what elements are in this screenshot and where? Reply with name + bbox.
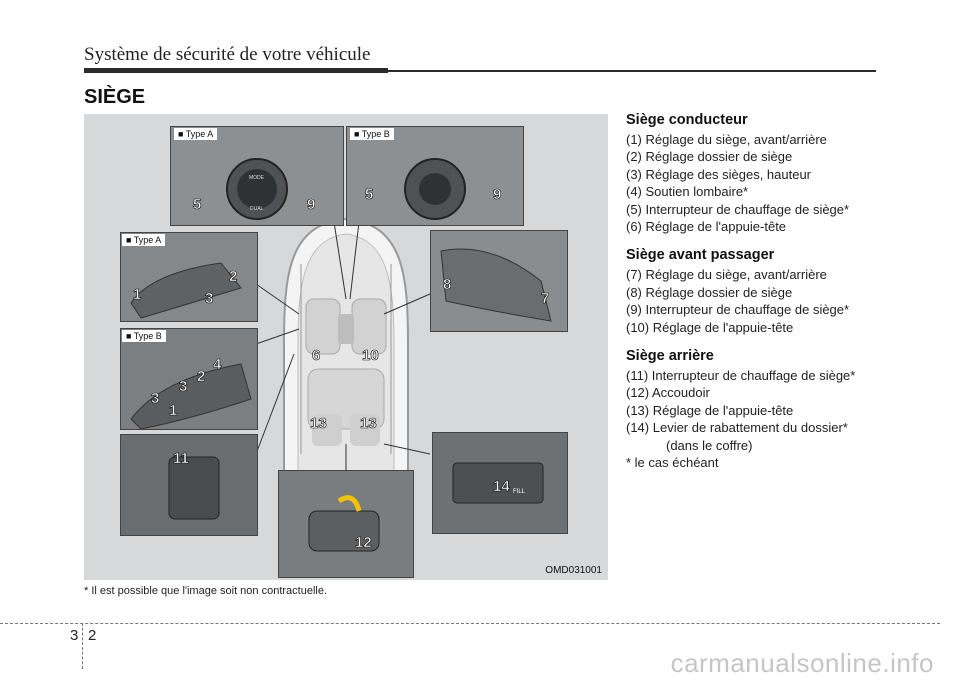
callout-9-b: 9 <box>493 186 501 203</box>
section-rear-items: (11) Interrupteur de chauffage de siège*… <box>626 367 926 471</box>
legend-item: (4) Soutien lombaire* <box>626 184 749 200</box>
legend-footnote: * le cas échéant <box>626 455 719 471</box>
hvac-a-illustration: MODE DUAL 5 9 <box>171 127 343 225</box>
rear-armrest-panel: 12 <box>278 470 414 578</box>
section-passenger-items: (7) Réglage du siège, avant/arrière (8) … <box>626 266 926 336</box>
seat-legend: Siège conducteur (1) Réglage du siège, a… <box>626 112 926 484</box>
seat-diagram: 6 10 13 13 MODE DUAL 5 9 ■ Type A 5 9 ■ … <box>84 114 608 580</box>
callout-13-right: 13 <box>360 415 377 432</box>
knob-mode: MODE <box>249 175 265 181</box>
figure-code: OMD031001 <box>545 565 602 576</box>
section-title: SIÈGE <box>84 86 146 108</box>
legend-item: (7) Réglage du siège, avant/arrière <box>626 267 827 283</box>
trunk-illustration: 14 FILL <box>452 462 544 504</box>
door-illustration: 11 <box>168 450 220 520</box>
section-passenger-title: Siège avant passager <box>626 247 775 264</box>
callout-1-b: 1 <box>169 402 177 419</box>
legend-item: (8) Réglage dossier de siège <box>626 284 793 300</box>
legend-item: (13) Réglage de l'appuie-tête <box>626 402 794 418</box>
callout-8: 8 <box>443 276 451 293</box>
callout-11: 11 <box>173 450 189 467</box>
type-b-label-hvac: ■ Type B <box>350 128 394 140</box>
callout-5: 5 <box>193 196 201 213</box>
callout-3-c: 3 <box>151 390 159 407</box>
passenger-seat-panel: 8 7 <box>430 230 568 332</box>
callout-12: 12 <box>355 534 372 551</box>
callout-2-b: 2 <box>197 368 205 385</box>
armrest-illustration: 12 <box>308 495 380 552</box>
header-rule <box>84 68 388 73</box>
callout-3-b: 3 <box>179 378 187 395</box>
callout-9: 9 <box>307 196 315 213</box>
callout-1: 1 <box>133 286 141 303</box>
hvac-panel-type-a: MODE DUAL 5 9 <box>170 126 344 226</box>
section-driver-title: Siège conducteur <box>626 112 748 128</box>
footer-divider <box>82 623 83 669</box>
chapter-title: Système de sécurité de votre véhicule <box>84 44 371 65</box>
legend-item: (10) Réglage de l'appuie-tête <box>626 319 794 335</box>
fill-label: FILL <box>513 489 526 495</box>
page-number: 2 <box>88 627 97 644</box>
legend-item: (5) Interrupteur de chauffage de siège* <box>626 201 850 217</box>
knob-dual: DUAL <box>250 206 264 212</box>
legend-item: (11) Interrupteur de chauffage de siège* <box>626 368 856 384</box>
chapter-number: 3 <box>70 627 79 644</box>
header-rule-thin <box>388 70 876 72</box>
callout-14: 14 <box>493 478 510 495</box>
leader-lines <box>255 221 431 479</box>
hvac-b-illustration: 5 9 <box>347 127 523 225</box>
callout-5-b: 5 <box>365 186 373 203</box>
callout-3: 3 <box>205 290 213 307</box>
section-rear-title: Siège arrière <box>626 348 714 365</box>
legend-item: (12) Accoudoir <box>626 385 710 401</box>
callout-4: 4 <box>213 356 222 373</box>
seat-a-illustration: 1 2 3 <box>130 262 242 319</box>
trunk-lever-panel: 14 FILL <box>432 432 568 534</box>
legend-item: (9) Interrupteur de chauffage de siège* <box>626 302 850 318</box>
section-driver-items: (1) Réglage du siège, avant/arrière (2) … <box>626 131 926 235</box>
type-b-label-seat: ■ Type B <box>122 330 166 342</box>
legend-item: (1) Réglage du siège, avant/arrière <box>626 132 827 147</box>
legend-item: (2) Réglage dossier de siège <box>626 149 793 165</box>
legend-item: (6) Réglage de l'appuie-tête <box>626 219 787 235</box>
legend-item: (3) Réglage des sièges, hauteur <box>626 166 812 182</box>
callout-6: 6 <box>312 347 320 364</box>
callout-2: 2 <box>229 268 237 285</box>
car-callouts: 6 10 13 13 <box>310 347 379 433</box>
type-a-label-seat: ■ Type A <box>122 234 166 246</box>
legend-item: (14) Levier de rabattement du dossier* <box>626 420 848 436</box>
type-a-label: ■ Type A <box>174 128 218 140</box>
hvac-panel-type-b: 5 9 <box>346 126 524 226</box>
footer-rule <box>0 623 940 624</box>
figure-note: * Il est possible que l'image soit non c… <box>84 585 328 597</box>
driver-seat-type-b: 4 2 3 3 1 <box>120 328 258 430</box>
callout-13-left: 13 <box>310 415 327 432</box>
driver-seat-type-a: 1 2 3 <box>120 232 258 322</box>
passenger-seat-illustration: 8 7 <box>440 248 552 322</box>
callout-7: 7 <box>541 290 549 307</box>
callout-10: 10 <box>362 347 379 364</box>
door-switch-panel: 11 <box>120 434 258 536</box>
watermark: carmanualsonline.info <box>670 648 934 678</box>
legend-item-continuation: (dans le coffre) <box>666 437 753 453</box>
seat-b-illustration: 4 2 3 3 1 <box>130 356 252 429</box>
